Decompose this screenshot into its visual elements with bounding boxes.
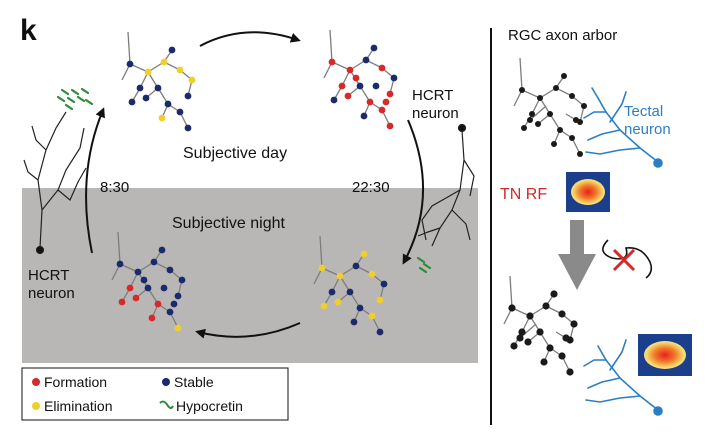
down-arrow-icon — [558, 220, 596, 290]
hcrt-neuron-right — [417, 123, 475, 247]
rgc-arbor-top — [513, 57, 587, 157]
tn-rf-label: TN RF — [500, 186, 547, 203]
tectal-neuron-top — [583, 87, 663, 168]
legend-stable: Stable — [174, 374, 214, 390]
arrow-bottom — [195, 322, 301, 339]
stable-swatch — [162, 378, 170, 386]
axon-arbors — [111, 29, 587, 376]
legend-formation: Formation — [44, 374, 107, 390]
arbor-day-start — [121, 31, 196, 132]
tn-rf-box-bottom — [638, 334, 692, 376]
hcrt-neuron-left — [23, 111, 87, 255]
blocked-hypocretin-icon — [602, 239, 653, 279]
cycle-arrows — [85, 31, 425, 339]
elimination-swatch — [32, 402, 40, 410]
arbor-night-end — [313, 235, 388, 336]
legend-elimination: Elimination — [44, 398, 112, 414]
formation-swatch — [32, 378, 40, 386]
tn-rf-box-top — [566, 172, 610, 212]
subjective-night-label: Subjective night — [172, 215, 286, 232]
panel-letter: k — [20, 14, 37, 47]
arrow-top — [199, 31, 301, 47]
tectal-neuron-bottom — [583, 339, 663, 416]
hcrt-neuron-label-top: HCRT neuron — [412, 87, 459, 122]
legend-hypocretin: Hypocretin — [176, 398, 243, 414]
tectal-neuron-label: Tectal neuron — [624, 103, 671, 138]
time-label-right: 22:30 — [352, 179, 390, 196]
hcrt-neuron-label-bottom: HCRT neuron — [28, 267, 75, 302]
rgc-arbor-bottom — [503, 275, 578, 376]
rgc-axon-arbor-label: RGC axon arbor — [508, 27, 617, 44]
subjective-day-label: Subjective day — [183, 145, 287, 162]
arrow-right — [402, 119, 425, 265]
time-label-left: 8:30 — [100, 179, 129, 196]
arbor-day-end — [323, 29, 398, 130]
hypocretin-cluster-left — [56, 87, 94, 111]
legend-box — [21, 367, 289, 421]
hypocretin-swatch — [159, 400, 174, 409]
arbor-night-start — [111, 231, 186, 332]
arrow-left — [85, 107, 105, 254]
subjective-night-shading — [22, 188, 478, 363]
hypocretin-cluster-right — [416, 256, 432, 274]
